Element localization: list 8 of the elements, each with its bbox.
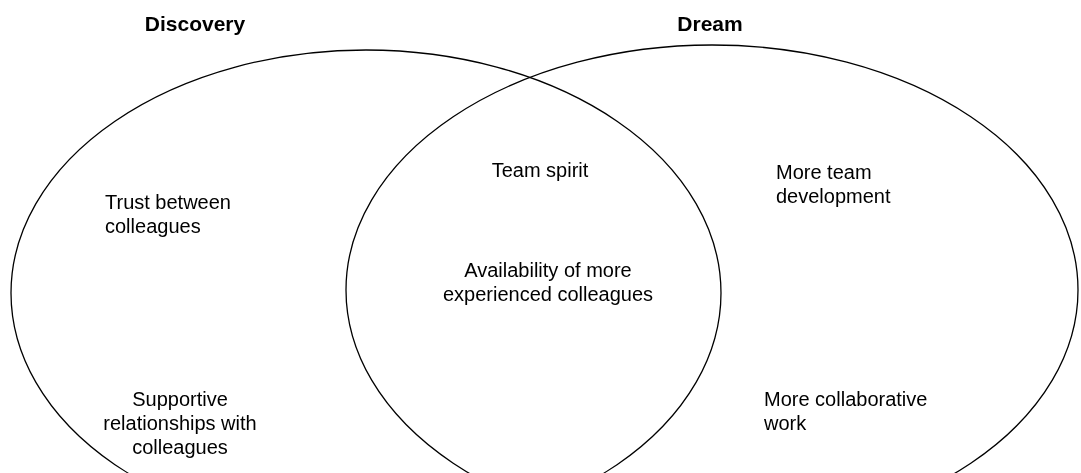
set-item: More team development [776, 160, 892, 208]
set-item: Supportive relationships with colleagues [102, 387, 258, 459]
set-item: More collaborative work [764, 387, 929, 435]
set-heading: Dream [676, 12, 744, 36]
set-item: Trust between colleagues [105, 190, 232, 238]
set-heading: Discovery [143, 12, 247, 36]
overlap-item: Team spirit [490, 158, 590, 182]
overlap-item: Availability of more experienced colleagues [441, 258, 655, 306]
